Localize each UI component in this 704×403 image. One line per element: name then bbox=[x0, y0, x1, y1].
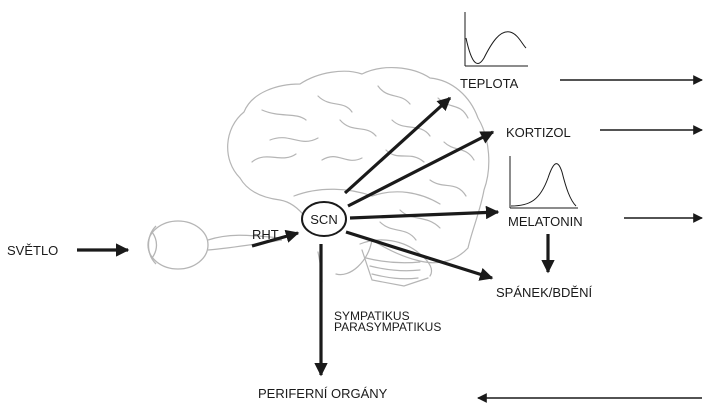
arrow-scn-to-melatonin bbox=[349, 205, 500, 220]
label-kortizol: KORTIZOL bbox=[506, 125, 571, 140]
arrows-thick bbox=[77, 96, 555, 377]
arrow-scn-to-spanek bbox=[345, 230, 494, 281]
label-spanek: SPÁNEK/BDĚNÍ bbox=[496, 285, 592, 300]
temperature-curve-chart bbox=[464, 12, 528, 67]
scn-node bbox=[301, 201, 347, 237]
label-periferni: PERIFERNÍ ORGÁNY bbox=[258, 386, 388, 401]
arrows-thin bbox=[477, 75, 703, 403]
label-parasympatikus: PARASYMPATIKUS bbox=[334, 320, 441, 334]
arrow-scn-to-teplota bbox=[343, 96, 452, 195]
arrow-rht-to-scn bbox=[251, 229, 300, 248]
label-scn: SCN bbox=[310, 212, 337, 227]
label-teplota: TEPLOTA bbox=[460, 76, 519, 91]
label-sympatikus: SYMPATIKUS bbox=[334, 309, 410, 323]
arrow-scn-to-kortizol bbox=[347, 130, 495, 208]
eye-illustration bbox=[147, 220, 283, 270]
label-melatonin: MELATONIN bbox=[508, 214, 583, 229]
melatonin-curve-chart bbox=[509, 156, 578, 209]
label-svetlo: SVĚTLO bbox=[7, 243, 58, 258]
label-rht: RHT bbox=[252, 227, 279, 242]
